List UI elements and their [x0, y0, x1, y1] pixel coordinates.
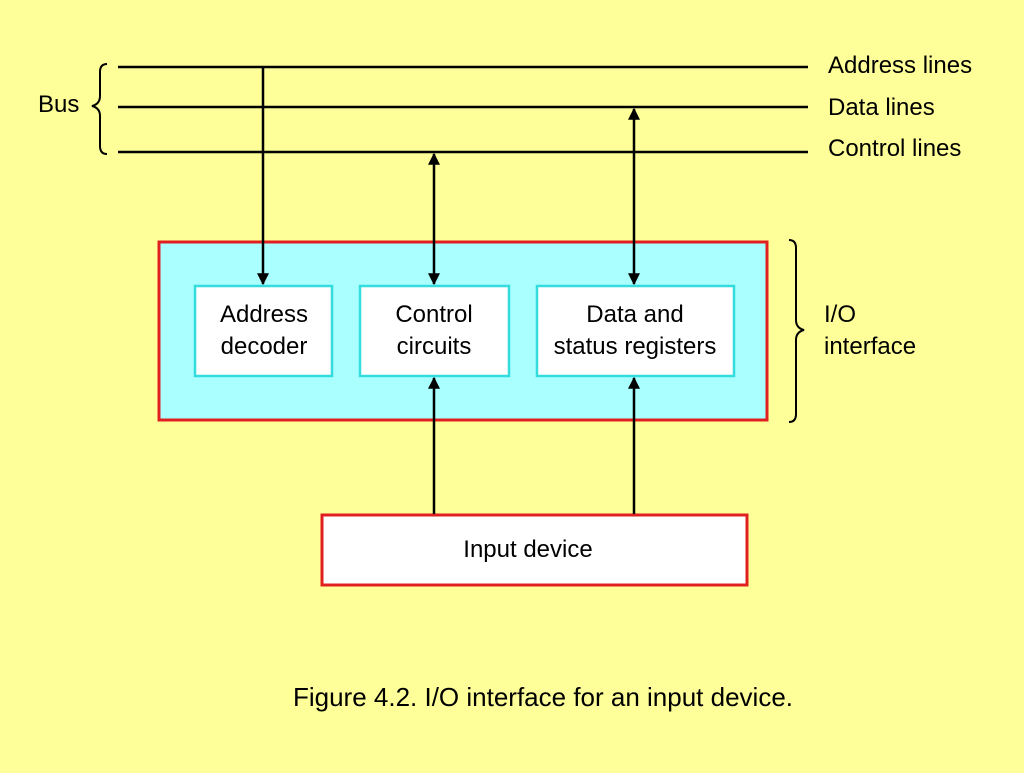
- address-decoder-box: [193, 284, 334, 378]
- io-interface-brace: [788, 239, 805, 423]
- data-status-registers-box: [535, 284, 736, 378]
- data-status-registers-label-1: Data and: [586, 301, 683, 328]
- control-circuits-label-1: Control: [395, 301, 472, 328]
- data-lines-label: Data lines: [828, 94, 935, 121]
- io-interface-label-2: interface: [824, 333, 916, 360]
- input-device-label: Input device: [463, 536, 592, 563]
- address-lines-label: Address lines: [828, 52, 972, 79]
- control-circuits-label-2: circuits: [397, 333, 472, 360]
- bus-label: Bus: [38, 91, 79, 118]
- input-device-box: [320, 513, 749, 587]
- address-decoder-label-1: Address: [220, 301, 308, 328]
- figure-caption: Figure 4.2. I/O interface for an input d…: [293, 682, 793, 712]
- io-interface-label-1: I/O: [824, 301, 856, 328]
- data-status-registers-label-2: status registers: [554, 333, 717, 360]
- bus-brace: [91, 63, 108, 155]
- address-decoder-label-2: decoder: [221, 333, 308, 360]
- control-circuits-box: [358, 284, 511, 378]
- control-lines-label: Control lines: [828, 135, 961, 162]
